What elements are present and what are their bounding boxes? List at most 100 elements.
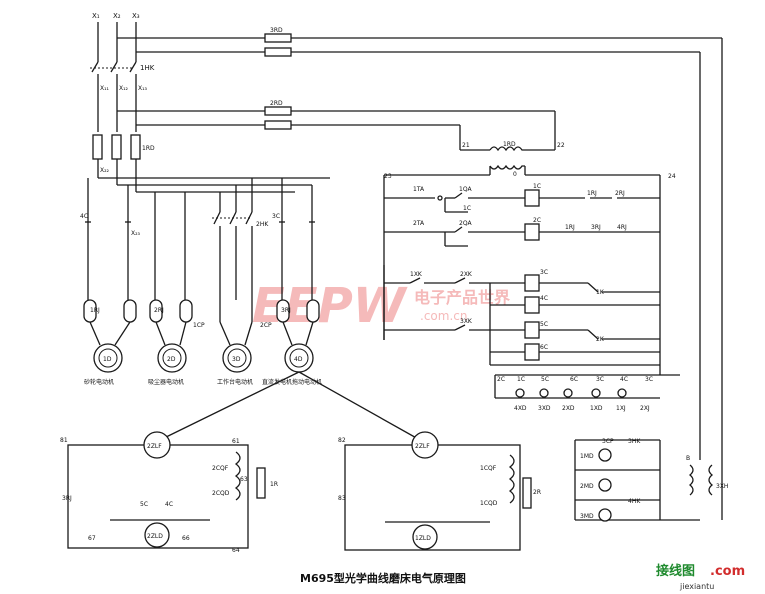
label-lamp-1c: 1C [517, 376, 525, 383]
thermal-1rj-b [123, 299, 137, 323]
label-b: B [686, 455, 690, 462]
dc-loop-left: 81 3RJ 2ZLF 61 2CQF 2CQD 1R 63 2ZLD 5C 4… [60, 431, 278, 554]
fuse-2rd [264, 47, 292, 57]
label-3hk: 3HK [628, 438, 641, 445]
fuse-5rd [264, 120, 292, 130]
label-1xd: 1XD [590, 405, 603, 412]
label-1rj-c: 1RJ [587, 190, 597, 197]
label-4d: 4D [294, 356, 303, 363]
generator-2zlf [143, 431, 171, 459]
label-1cp: 1CP [193, 322, 205, 329]
coil-1c [524, 189, 540, 207]
label-2xj: 2XJ [640, 405, 650, 412]
label-2zlf: 2ZLF [147, 443, 162, 450]
label-3d: 3D [232, 356, 241, 363]
label-1ta: 1TA [413, 186, 425, 193]
motor-2zld [144, 522, 170, 548]
label-0: 0 [513, 171, 517, 178]
lamp-2xd [563, 388, 573, 398]
label-24: 24 [668, 173, 676, 180]
label-lamp-4c: 4C [620, 376, 628, 383]
label-x11: X₁₁ [100, 85, 110, 92]
label-1qa: 1QA [459, 186, 473, 193]
label-x12: X₁₂ [119, 85, 129, 92]
label-66: 66 [182, 535, 190, 542]
motor-1-name: 砂轮电动机 [84, 378, 114, 386]
fuse-3rd [264, 33, 292, 43]
label-2cqd: 2CQD [212, 490, 230, 497]
corner-url: jiexiantu [679, 582, 714, 591]
label-1rd: 1RD [142, 145, 155, 152]
motor-1d [93, 343, 123, 373]
label-4xd: 4XD [514, 405, 527, 412]
fuse-2rd-b [264, 106, 292, 116]
label-63: 63 [240, 476, 248, 483]
label-1rj: 1RJ [90, 307, 100, 314]
label-x23: X₂₃ [131, 230, 141, 237]
label-2cqf: 2CQF [212, 465, 229, 472]
label-3md: 3MD [580, 513, 594, 520]
label-4c-a: 4C [80, 213, 88, 220]
supply-lines: X₁ X₂ X₃ 1HK X₁₁ X₁₂ X₁₃ 3RD 2RD [90, 12, 723, 520]
label-4c-coil: 4C [540, 295, 548, 302]
label-2rj: 2RJ [154, 307, 164, 314]
label-x13: X₁₃ [138, 85, 148, 92]
label-4rj-d: 4RJ [617, 224, 627, 231]
label-3rj-e: 3RJ [62, 495, 72, 502]
label-2c: 2C [533, 217, 541, 224]
label-lamp-6c: 6C [570, 376, 578, 383]
label-3cp: 3CP [602, 438, 614, 445]
label-2cp: 2CP [260, 322, 272, 329]
label-4hk: 4HK [628, 498, 641, 505]
label-22: 22 [557, 142, 565, 149]
label-23: 23 [384, 173, 392, 180]
label-21: 21 [462, 142, 470, 149]
label-2d: 2D [167, 356, 176, 363]
label-67: 67 [88, 535, 96, 542]
motor-branches: 4C X₂₃ 1RJ 1D 砂轮电动机 2RJ 1CP 2D 吸尘器电动机 [80, 178, 421, 441]
fuse-1rd-a [92, 134, 103, 160]
label-1d: 1D [103, 356, 112, 363]
thermal-3rj-b [306, 299, 320, 323]
label-82: 82 [338, 437, 346, 444]
lamp-2md [598, 478, 612, 492]
coil-2c [524, 223, 540, 241]
label-5c-e: 5C [140, 501, 148, 508]
label-81: 81 [60, 437, 68, 444]
label-x22: X₂₂ [100, 167, 110, 174]
watermark-url: .com.cn [420, 309, 467, 323]
label-x1: X₁ [92, 12, 100, 20]
label-2zlf-b: 2ZLF [415, 443, 430, 450]
label-lamp-5c: 5C [541, 376, 549, 383]
label-1cqf: 1CQF [480, 465, 497, 472]
label-2rd: 2RD [270, 100, 283, 107]
lamp-1md [598, 448, 612, 462]
motor-1zld [412, 524, 438, 550]
resistor-1r [256, 467, 266, 499]
label-1rj-d: 1RJ [565, 224, 575, 231]
label-3rj-d: 3RJ [591, 224, 601, 231]
label-1k: 1K [596, 289, 605, 296]
motor-2d [157, 343, 187, 373]
label-2hk: 2HK [256, 221, 269, 228]
label-6c: 6C [540, 344, 548, 351]
label-lamp-3c-b: 3C [645, 376, 653, 383]
label-1md: 1MD [580, 453, 594, 460]
lamp-4xd [515, 388, 525, 398]
label-lamp-2c: 2C [497, 376, 505, 383]
coil-4c [524, 296, 540, 314]
diagram-title: M695型光学曲线磨床电气原理图 [300, 571, 466, 585]
corner-brand-b: .com [710, 564, 745, 579]
lamp-1xd [591, 388, 601, 398]
label-1r: 1R [270, 481, 278, 488]
label-1rd-tx: 1RD [503, 141, 516, 148]
motor-2-name: 吸尘器电动机 [148, 378, 184, 386]
label-1xk: 1XK [410, 271, 423, 278]
lamp-3xd [539, 388, 549, 398]
label-4c-e: 4C [165, 501, 173, 508]
control-circuit: 23 24 1TA 1QA 1C 1RJ 2RJ 1C 2TA 2QA 2C [383, 173, 680, 412]
label-1xj: 1XJ [616, 405, 626, 412]
label-1cqd: 1CQD [480, 500, 498, 507]
